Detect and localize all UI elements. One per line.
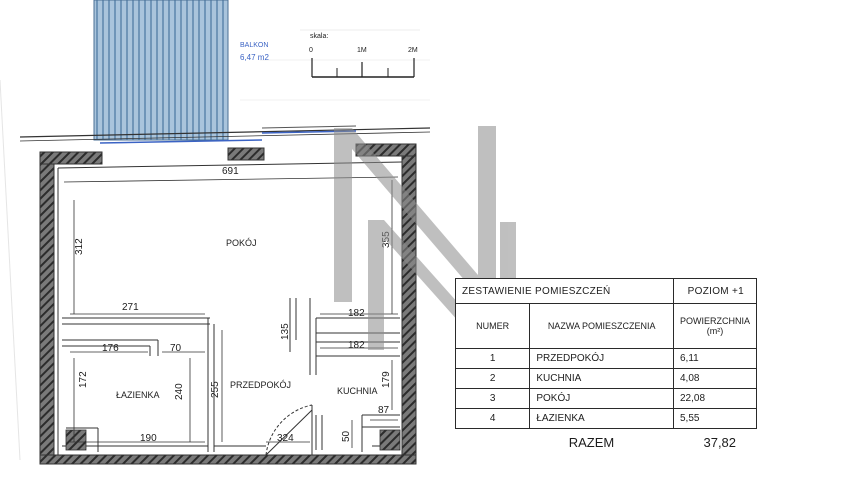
walls bbox=[39, 143, 417, 465]
row-name: POKÓJ bbox=[529, 388, 674, 409]
dim-324: 324 bbox=[277, 433, 294, 444]
dim-176: 176 bbox=[102, 343, 119, 354]
balcony: BALKON 6,47 m2 bbox=[93, 0, 269, 141]
table-header-row: NUMER NAZWA POMIESZCZENIA POWIERZCHNIA (… bbox=[454, 303, 758, 349]
balcony-area-value: 6,47 m2 bbox=[240, 53, 269, 62]
row-name: KUCHNIA bbox=[529, 368, 674, 389]
col-header-area-label: POWIERZCHNIA bbox=[679, 316, 750, 326]
col-header-number: NUMER bbox=[454, 303, 531, 349]
dim-172: 172 bbox=[78, 371, 89, 388]
col-header-area: POWIERZCHNIA (m²) bbox=[672, 303, 758, 349]
dim-135: 135 bbox=[280, 323, 291, 340]
table-row: 2 KUCHNIA 4,08 bbox=[454, 368, 758, 389]
row-number: 1 bbox=[454, 348, 531, 369]
col-header-name: NAZWA POMIESZCZENIA bbox=[529, 303, 674, 349]
col-header-area-unit: (m²) bbox=[706, 326, 724, 336]
scale-label: skala: bbox=[310, 33, 328, 40]
room-label-pokoj: POKÓJ bbox=[226, 238, 257, 248]
dim-left-height: 312 bbox=[74, 238, 85, 255]
table-total-row: RAZEM 37,82 bbox=[456, 429, 757, 456]
dim-255: 255 bbox=[210, 381, 221, 398]
room-label-kuchnia: KUCHNIA bbox=[337, 386, 378, 396]
balcony-label: BALKON bbox=[240, 42, 268, 49]
room-label-lazienka: ŁAZIENKA bbox=[116, 390, 160, 400]
row-area: 5,55 bbox=[672, 408, 758, 429]
background-scan-marks bbox=[0, 29, 430, 461]
dim-top-width: 691 bbox=[222, 166, 239, 177]
row-area: 22,08 bbox=[672, 388, 758, 409]
table-row: 4 ŁAZIENKA 5,55 bbox=[454, 408, 758, 429]
dim-182-upper: 182 bbox=[348, 308, 365, 319]
room-label-przedpokoj: PRZEDPOKÓJ bbox=[230, 380, 291, 390]
row-name: PRZEDPOKÓJ bbox=[529, 348, 674, 369]
row-number: 3 bbox=[454, 388, 531, 409]
total-value: 37,82 bbox=[703, 434, 737, 450]
scale-tick-2m: 2M bbox=[408, 47, 418, 54]
scale-tick-0: 0 bbox=[309, 47, 313, 54]
balcony-area bbox=[93, 0, 229, 141]
dimension-lines bbox=[63, 176, 399, 448]
total-label: RAZEM bbox=[568, 434, 615, 450]
table-title-row: ZESTAWIENIE POMIESZCZEŃ POZIOM +1 bbox=[455, 278, 758, 304]
table-level: POZIOM +1 bbox=[672, 278, 758, 304]
room-labels: POKÓJ ŁAZIENKA PRZEDPOKÓJ KUCHNIA bbox=[116, 238, 378, 400]
row-number: 2 bbox=[454, 368, 531, 389]
exterior-top-edge bbox=[19, 125, 431, 144]
table-title: ZESTAWIENIE POMIESZCZEŃ bbox=[455, 278, 674, 304]
table-row: 3 POKÓJ 22,08 bbox=[454, 388, 758, 409]
dim-50: 50 bbox=[341, 430, 352, 442]
dim-190: 190 bbox=[140, 433, 157, 444]
partitions bbox=[62, 298, 400, 452]
dim-87: 87 bbox=[378, 405, 390, 416]
shafts bbox=[65, 429, 401, 451]
dim-271: 271 bbox=[122, 302, 139, 313]
row-area: 6,11 bbox=[672, 348, 758, 369]
dim-70: 70 bbox=[170, 343, 182, 354]
room-summary-table: ZESTAWIENIE POMIESZCZEŃ POZIOM +1 NUMER … bbox=[454, 278, 758, 456]
row-area: 4,08 bbox=[672, 368, 758, 389]
row-number: 4 bbox=[454, 408, 531, 429]
dim-182-lower: 182 bbox=[348, 340, 365, 351]
scale-tick-1m: 1M bbox=[357, 47, 367, 54]
scale-bar: skala: 0 1M 2M bbox=[309, 33, 418, 78]
table-row: 1 PRZEDPOKÓJ 6,11 bbox=[454, 348, 758, 369]
entry-door bbox=[265, 404, 313, 456]
dim-179: 179 bbox=[381, 371, 392, 388]
dim-240: 240 bbox=[174, 383, 185, 400]
row-name: ŁAZIENKA bbox=[529, 408, 674, 429]
